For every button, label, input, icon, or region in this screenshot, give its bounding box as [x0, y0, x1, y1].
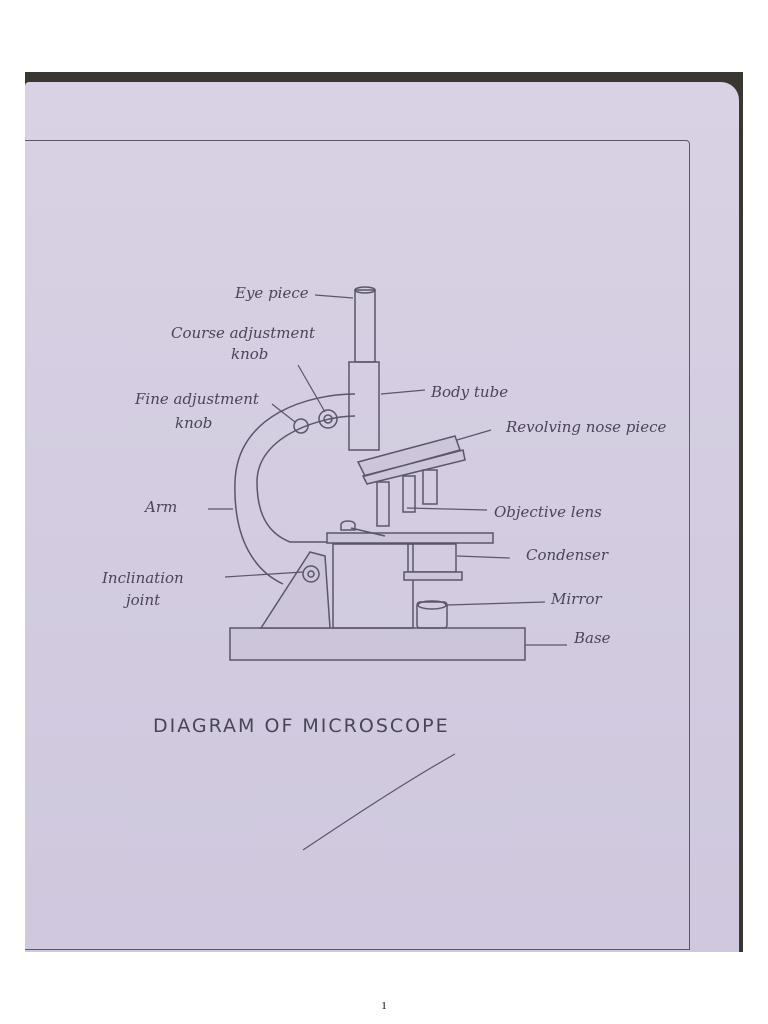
fine-adjustment-knob [293, 418, 309, 434]
notebook-page [25, 82, 739, 952]
label-condenser: Condenser [526, 546, 609, 564]
pointer-eye-piece [314, 294, 354, 299]
label-coarse-knob-line2: knob [231, 345, 268, 363]
pointer-fine-knob [271, 403, 296, 423]
label-base: Base [573, 629, 611, 647]
label-mirror: Mirror [550, 590, 603, 608]
objective-lens-1 [376, 481, 390, 527]
mirror [416, 601, 448, 629]
notebook-photo: Eye piece Course adjustment knob Fine ad… [25, 72, 743, 952]
label-fine-knob-line2: knob [175, 414, 212, 432]
diagram-title: DIAGRAM OF MICROSCOPE [153, 715, 450, 737]
page-margin-border [25, 140, 690, 950]
mirror-top [417, 600, 447, 610]
inclination-joint-inner [307, 570, 315, 578]
inclination-pillar [259, 551, 331, 629]
microscope-stage [326, 532, 494, 544]
label-eye-piece: Eye piece [234, 284, 309, 302]
microscope-diagram: Eye piece Course adjustment knob Fine ad… [101, 284, 666, 851]
label-revolving-nose-piece: Revolving nose piece [505, 418, 666, 436]
support-column [332, 543, 414, 629]
inclination-joint [302, 565, 320, 583]
stray-pencil-stroke [302, 753, 456, 851]
pointer-body-tube [380, 389, 426, 395]
pointer-condenser [456, 555, 511, 559]
label-inclination-line1: Inclination [101, 569, 184, 587]
pointer-mirror [446, 601, 546, 606]
label-arm: Arm [143, 498, 177, 516]
label-body-tube: Body tube [430, 383, 508, 401]
label-objective-lens: Objective lens [494, 503, 602, 521]
stage-clip-arm [350, 527, 386, 537]
label-fine-knob-line1: Fine adjustment [134, 390, 260, 408]
objective-lens-2 [402, 475, 416, 513]
condenser [407, 543, 457, 573]
pointer-coarse-knob [297, 364, 326, 413]
pointer-objective [406, 507, 488, 511]
eye-piece-top [354, 286, 376, 294]
microscope-base [229, 627, 526, 661]
objective-lens-3 [422, 469, 438, 505]
page-number: 1 [381, 1000, 387, 1012]
pointer-inclination [224, 571, 304, 578]
pointer-lines [208, 294, 567, 851]
coarse-knob-inner [323, 414, 333, 424]
label-inclination-line2: joint [123, 591, 161, 609]
eye-piece [354, 289, 376, 363]
coarse-adjustment-knob [318, 409, 338, 429]
pointer-revolving-nose [456, 429, 492, 441]
body-tube [348, 361, 380, 451]
label-coarse-knob-line1: Course adjustment [171, 324, 316, 342]
condenser-lower [403, 571, 463, 581]
revolving-nose-piece [356, 435, 466, 485]
